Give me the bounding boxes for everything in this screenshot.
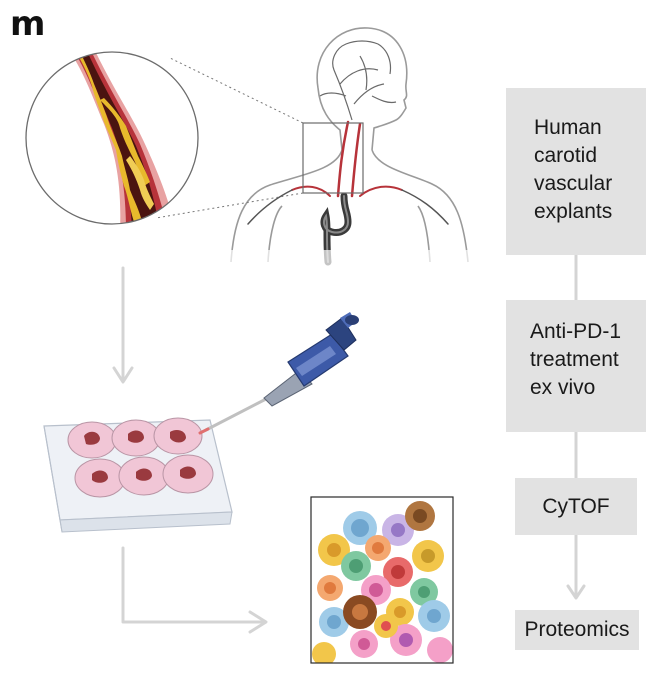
cytof-cell-panel xyxy=(310,496,454,664)
plate-wells xyxy=(67,417,214,498)
left-flow-arrows xyxy=(112,266,268,634)
human-silhouette xyxy=(230,27,469,263)
brain-vessels xyxy=(319,40,397,121)
step-text-line: Anti-PD-1 xyxy=(530,320,622,343)
tissue-explants xyxy=(84,430,196,483)
well-plate xyxy=(43,417,233,533)
step-text-line: CyTOF xyxy=(542,495,610,518)
step-text-line: vascular xyxy=(534,172,613,195)
neck-arteries xyxy=(247,120,449,225)
step-box-treatment: Anti-PD-1 treatment ex vivo xyxy=(506,300,646,432)
step-text-line: treatment xyxy=(530,348,619,371)
step-text-line: carotid xyxy=(534,144,598,167)
step-text-line: Human xyxy=(534,116,602,139)
step-text-line: ex vivo xyxy=(530,376,596,399)
pipette xyxy=(198,312,359,435)
step-text-line: explants xyxy=(534,200,613,223)
panel-letter: m xyxy=(10,4,46,44)
step-box-explants: Human carotid vascular explants xyxy=(506,88,646,255)
right-flow-connector xyxy=(566,253,586,600)
step-box-cytof: CyTOF xyxy=(515,478,637,535)
step-text-line: Proteomics xyxy=(524,618,630,641)
step-box-proteomics: Proteomics xyxy=(515,610,639,650)
magnified-plaque-artery xyxy=(25,51,199,225)
zoom-region-box xyxy=(302,122,364,194)
